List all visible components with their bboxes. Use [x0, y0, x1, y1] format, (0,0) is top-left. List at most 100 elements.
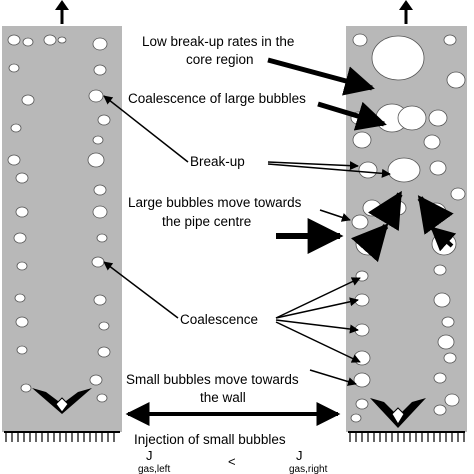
left-bubble [15, 172, 29, 184]
right-bubble [362, 199, 382, 217]
right-bubble [355, 398, 369, 410]
left-bubble [10, 123, 22, 133]
arrow-breakup-right2-icon [267, 163, 391, 178]
right-bubble [433, 264, 447, 276]
arrow-coalescence-large-icon [317, 101, 387, 131]
right-bubble [352, 131, 372, 149]
label-coalescence-large: Coalescence of large bubbles [128, 91, 306, 106]
right-bubble [443, 34, 457, 46]
left-bubble [16, 345, 28, 355]
arrow-coalescence-right1-icon [275, 277, 361, 319]
left-bubble [92, 205, 108, 219]
arrow-coalescence-right2-icon [275, 297, 359, 319]
right-bubble [450, 187, 466, 201]
inner-move-arrows [351, 190, 457, 263]
inner-arrow-1-icon [367, 190, 403, 232]
arrow-coalescence-right3-icon [275, 319, 359, 334]
left-bubble [93, 184, 107, 196]
label-low-breakup-line2: core region [186, 52, 254, 67]
right-injection-plate [348, 431, 465, 442]
label-injection: Injection of small bubbles [134, 432, 286, 447]
right-bubble [446, 71, 466, 89]
left-bubble [16, 261, 28, 271]
label-large-move-line1: Large bubbles move towards [128, 195, 302, 210]
left-pipe [2, 26, 122, 432]
left-bubble [97, 346, 111, 358]
right-bubble [443, 352, 457, 364]
right-bubble [353, 372, 371, 388]
left-bubble [57, 36, 67, 44]
right-bubble [358, 161, 378, 179]
arrow-low-breakup-icon [267, 57, 375, 96]
left-bubble [15, 206, 29, 218]
right-bubble [397, 105, 427, 131]
label-small-move-line2: the wall [200, 390, 246, 405]
left-bubble [88, 89, 104, 103]
left-bubble [8, 63, 20, 73]
left-pipe-bubbles [7, 34, 111, 403]
right-bubble [352, 33, 368, 47]
right-injector-icon [370, 398, 426, 428]
left-bubble [7, 154, 21, 166]
right-bubble [428, 109, 448, 127]
label-breakup: Break-up [190, 154, 245, 169]
left-bubble [92, 135, 104, 145]
arrow-large-move-icon [319, 209, 351, 222]
right-bubble [433, 292, 451, 308]
left-bubble [43, 34, 57, 46]
label-coalescence: Coalescence [180, 312, 258, 327]
right-bubble [387, 157, 421, 183]
right-bubble [433, 404, 447, 416]
arrow-coalescence-right4-icon [275, 321, 361, 363]
arrow-small-move-icon [309, 369, 357, 386]
inner-arrow-4-icon [430, 226, 457, 252]
left-bubble [97, 114, 111, 126]
right-bubble [441, 316, 455, 328]
label-large-move-line2: the pipe centre [162, 214, 251, 229]
left-injection-plate [4, 431, 120, 442]
left-bubble [91, 256, 105, 268]
right-bubble [371, 35, 425, 81]
inner-arrow-2-icon [417, 195, 454, 235]
left-bubble [21, 94, 35, 106]
left-bubble [15, 316, 29, 328]
left-bubble [96, 233, 108, 243]
right-bubble [351, 214, 369, 230]
j-left-subscript: gas,left [138, 464, 170, 474]
arrow-breakup-left-icon [103, 95, 189, 163]
left-bubble [22, 37, 34, 47]
label-low-breakup-line1: Low break-up rates in the [142, 34, 294, 49]
left-bubble [7, 34, 21, 46]
right-bubble [444, 393, 460, 407]
right-bubble [429, 160, 447, 176]
right-bubble [437, 334, 455, 350]
right-bubble [423, 134, 441, 150]
right-bubble [353, 350, 371, 366]
left-bubble [93, 294, 107, 306]
arrow-coalescence-left-icon [103, 261, 179, 319]
left-bubble [87, 152, 105, 168]
right-flow-arrow-icon [399, 0, 413, 24]
less-than-symbol: < [228, 454, 236, 469]
left-bubble [98, 321, 110, 331]
left-bubble [14, 293, 26, 303]
left-flow-arrow-icon [55, 0, 69, 24]
flux-relation: J gas,left < J gas,right [138, 448, 328, 474]
left-bubble [92, 37, 108, 51]
label-small-move-line1: Small bubbles move towards [126, 372, 299, 387]
left-injector-icon [32, 388, 92, 414]
inner-arrow-3-icon [351, 223, 389, 263]
left-bubble [96, 393, 108, 403]
j-right-subscript: gas,right [289, 464, 328, 474]
left-bubble [93, 64, 107, 76]
j-left-symbol: J [146, 448, 153, 463]
right-bubble [433, 372, 447, 384]
left-bubble [20, 383, 32, 393]
arrow-breakup-right-icon [267, 161, 359, 171]
left-bubble [89, 374, 103, 386]
left-bubble [13, 232, 27, 244]
j-right-symbol: J [296, 448, 303, 463]
annotation-arrows [103, 57, 391, 426]
right-bubble [350, 413, 362, 423]
